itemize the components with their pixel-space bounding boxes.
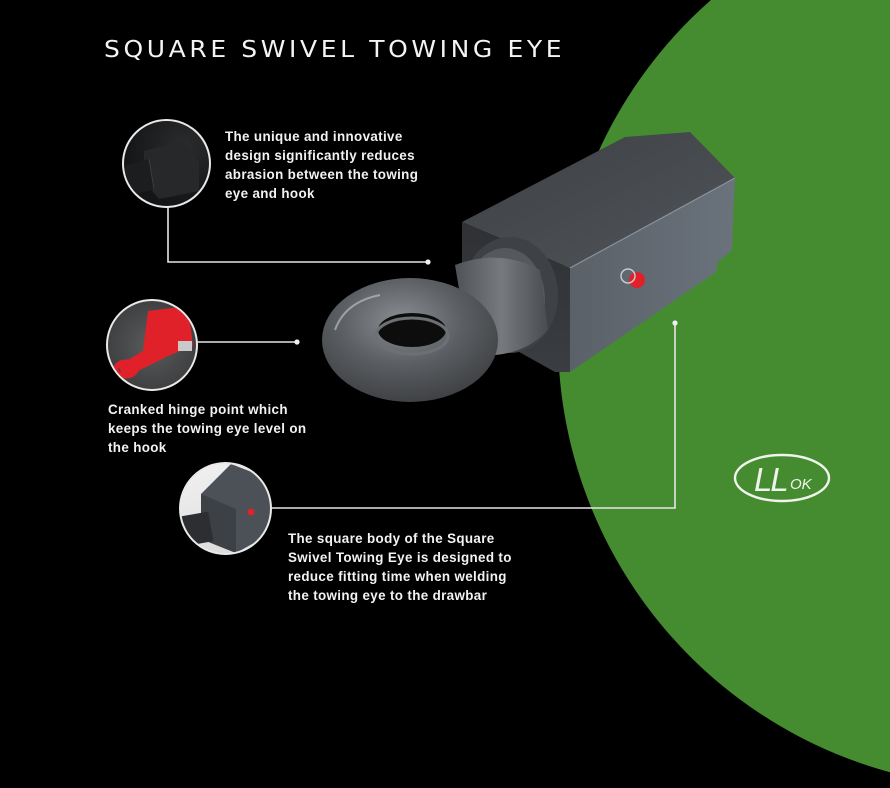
towing-eye-product-image <box>322 132 736 402</box>
callout-text-square-body: The square body of the Square Swivel Tow… <box>288 531 512 603</box>
connector-dot-abrasion <box>425 259 431 265</box>
thumbnail-square-body-pin-closeup <box>179 462 272 555</box>
llok-logo: LL OK <box>733 453 831 503</box>
logo-text-main: LL <box>754 461 787 498</box>
thumbnail-red-hinge-closeup <box>106 299 198 391</box>
connector-line-abrasion <box>167 207 428 263</box>
square-body-pin-closeup-icon <box>181 464 270 553</box>
callout-connectors <box>167 207 678 509</box>
red-lock-pin <box>629 272 645 288</box>
callout-text-abrasion: The unique and innovative design signifi… <box>225 129 419 201</box>
page-title: SQUARE SWIVEL TOWING EYE <box>104 36 566 63</box>
square-body-closeup-icon <box>124 141 199 199</box>
connector-line-square-body <box>270 323 676 509</box>
connector-dot-hinge <box>294 339 300 345</box>
connector-dot-square-body <box>672 320 678 326</box>
callout-text-hinge: Cranked hinge point which keeps the towi… <box>108 402 307 455</box>
red-hinge-closeup-icon <box>113 306 193 379</box>
thumbnail-square-body-closeup <box>122 119 211 208</box>
logo-text-small: OK <box>790 476 813 493</box>
